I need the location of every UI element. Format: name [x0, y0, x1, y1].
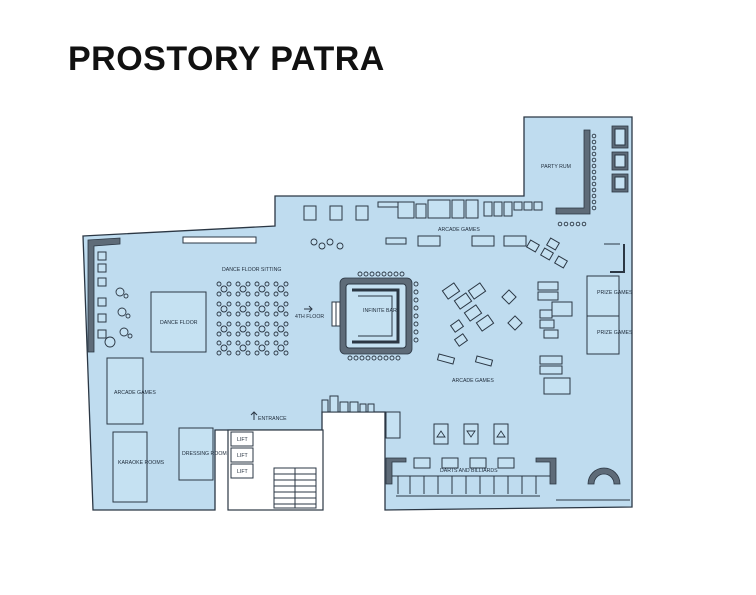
arcade-games-top-label: ARCADE GAMES [438, 227, 480, 233]
arcade-games-mid-label: ARCADE GAMES [452, 378, 494, 384]
curved-sofa [587, 467, 621, 485]
infinite-bar-label: INFINITE BAR [363, 308, 397, 314]
lift-2 [230, 447, 254, 463]
karaoke-rooms-label: KARAOKE ROOMS [118, 460, 165, 466]
entrance-label: ENTRANCE [258, 416, 287, 422]
lift-3-label: LIFT [237, 469, 248, 475]
darts-machines [433, 423, 509, 445]
dance-floor [150, 291, 207, 353]
dressing-room-label: DRESSING ROOM [182, 451, 227, 457]
dance-floor-label: DANCE FLOOR [160, 320, 198, 326]
arrow-right-icon [304, 305, 313, 313]
arcade-machines-center [436, 282, 523, 367]
corner-wall [610, 244, 625, 273]
bottom-counter [392, 475, 550, 497]
infinite-bar [339, 277, 413, 355]
stairs-bottom [273, 467, 317, 509]
prize-games-2 [586, 315, 620, 355]
left-bar-counter [87, 237, 121, 353]
party-room-label: PARTY RUM [541, 164, 571, 170]
lift-1-label: LIFT [237, 437, 248, 443]
wall-objects [321, 395, 401, 439]
lift-3 [230, 463, 254, 479]
arrow-up-icon [250, 411, 258, 420]
party-room-counter [555, 129, 591, 215]
party-room-stools [557, 133, 597, 227]
top-bar-strip [182, 236, 257, 244]
lift-2-label: LIFT [237, 453, 248, 459]
party-room-booths [611, 125, 629, 193]
fourth-floor-label: 4TH FLOOR [295, 314, 324, 320]
arcade-games-left-label: ARCADE GAMES [114, 390, 156, 396]
small-tables-top [310, 238, 344, 250]
bar-stools [347, 271, 419, 361]
prize-games-1 [586, 275, 620, 317]
prize-games-1-label: PRIZE GAMES [597, 290, 633, 296]
billiard-tables [385, 457, 557, 485]
arcade-machines-top [303, 199, 543, 247]
dance-floor-seating [216, 281, 289, 356]
arcade-machines-right [525, 237, 573, 395]
left-seating [115, 287, 133, 339]
lift-1 [230, 431, 254, 447]
left-bar-stools [97, 251, 116, 348]
page-title: PROSTORY PATRA [68, 40, 385, 78]
arcade-games-room [106, 357, 144, 425]
karaoke-rooms [112, 431, 148, 503]
darts-and-billiards-label: DARTS AND BILLIARDS [440, 468, 498, 474]
prize-games-2-label: PRIZE GAMES [597, 330, 633, 336]
dressing-room [178, 427, 214, 481]
dance-floor-sitting-label: DANCE FLOOR SITTING [222, 267, 281, 273]
